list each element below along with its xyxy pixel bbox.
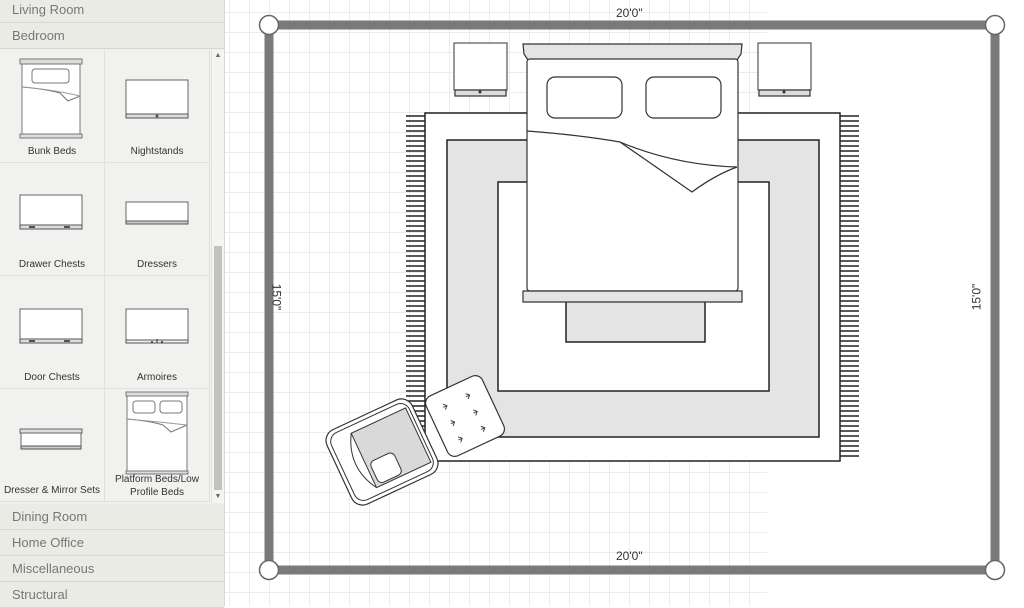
nightstand-icon: [125, 79, 189, 119]
item-label: Drawer Chests: [18, 259, 86, 270]
item-dressers[interactable]: Dressers: [105, 163, 210, 276]
floor-plan-canvas[interactable]: 20'0" 20'0" 15'0" 15'0": [225, 0, 1024, 606]
category-home-office[interactable]: Home Office: [0, 530, 224, 556]
armchair[interactable]: [322, 395, 442, 509]
dimension-right: 15'0": [969, 283, 984, 311]
item-label: Bunk Beds: [27, 146, 77, 157]
category-bedroom[interactable]: Bedroom: [0, 23, 224, 49]
item-label: Dresser & Mirror Sets: [3, 485, 101, 496]
platform-bed-icon: [125, 391, 189, 475]
bench[interactable]: [565, 299, 706, 343]
item-label: Platform Beds/Low Profile Beds: [115, 474, 199, 498]
corner-handle-bottom-left[interactable]: [258, 559, 280, 581]
category-miscellaneous[interactable]: Miscellaneous: [0, 556, 224, 582]
bedroom-items-grid: Bunk Beds Nightstands Drawer Chests: [0, 50, 211, 503]
ottoman[interactable]: [423, 373, 507, 459]
bed[interactable]: [522, 43, 743, 303]
corner-handle-top-left[interactable]: [258, 14, 280, 36]
item-label: Dressers: [136, 259, 177, 270]
item-dresser-mirror-sets[interactable]: Dresser & Mirror Sets: [0, 389, 105, 502]
dimension-left: 15'0": [269, 283, 284, 311]
item-armoires[interactable]: Armoires: [105, 276, 210, 389]
dresser-mirror-icon: [19, 428, 83, 450]
item-drawer-chests[interactable]: Drawer Chests: [0, 163, 105, 276]
dimension-top: 20'0": [616, 6, 643, 20]
sidebar-scrollbar[interactable]: ▲ ▼: [211, 50, 224, 503]
door-chest-icon: [19, 308, 83, 344]
category-dining-room[interactable]: Dining Room: [0, 504, 224, 530]
drawer-chest-icon: [19, 194, 83, 230]
item-bunk-beds[interactable]: Bunk Beds: [0, 50, 105, 163]
armoire-icon: [125, 308, 189, 344]
room-walls[interactable]: [264, 20, 1000, 575]
nightstand-left[interactable]: [453, 42, 508, 97]
nightstand-right[interactable]: [757, 42, 812, 97]
item-label: Nightstands: [130, 146, 184, 157]
furniture-sidebar: Living Room Bedroom Bunk Beds Nightstand…: [0, 0, 225, 608]
floor-plan-drawing: [258, 14, 1006, 581]
scroll-down-icon[interactable]: ▼: [214, 493, 222, 500]
item-platform-beds[interactable]: Platform Beds/Low Profile Beds: [105, 389, 210, 502]
category-structural[interactable]: Structural: [0, 582, 224, 608]
scroll-thumb[interactable]: [214, 246, 222, 490]
corner-handle-top-right[interactable]: [984, 14, 1006, 36]
item-door-chests[interactable]: Door Chests: [0, 276, 105, 389]
dresser-icon: [125, 201, 189, 225]
category-living-room[interactable]: Living Room: [0, 0, 224, 23]
item-nightstands[interactable]: Nightstands: [105, 50, 210, 163]
dimension-bottom: 20'0": [616, 549, 643, 563]
item-label: Armoires: [136, 372, 177, 383]
corner-handle-bottom-right[interactable]: [984, 559, 1006, 581]
item-label: Door Chests: [24, 372, 80, 383]
scroll-up-icon[interactable]: ▲: [214, 52, 222, 59]
bed-icon: [19, 58, 83, 139]
